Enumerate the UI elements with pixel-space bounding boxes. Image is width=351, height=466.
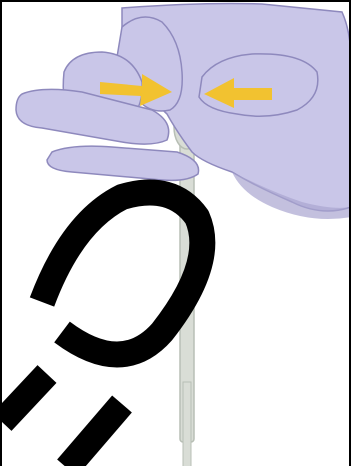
device-rod-lower (183, 382, 191, 466)
hand-thumb (199, 54, 318, 116)
overlay-loop (42, 193, 202, 355)
overlay-line-lower (67, 404, 122, 466)
hand-little-finger (47, 146, 199, 180)
overlay-line-upper (2, 374, 47, 422)
overlay-stroke (2, 193, 202, 466)
